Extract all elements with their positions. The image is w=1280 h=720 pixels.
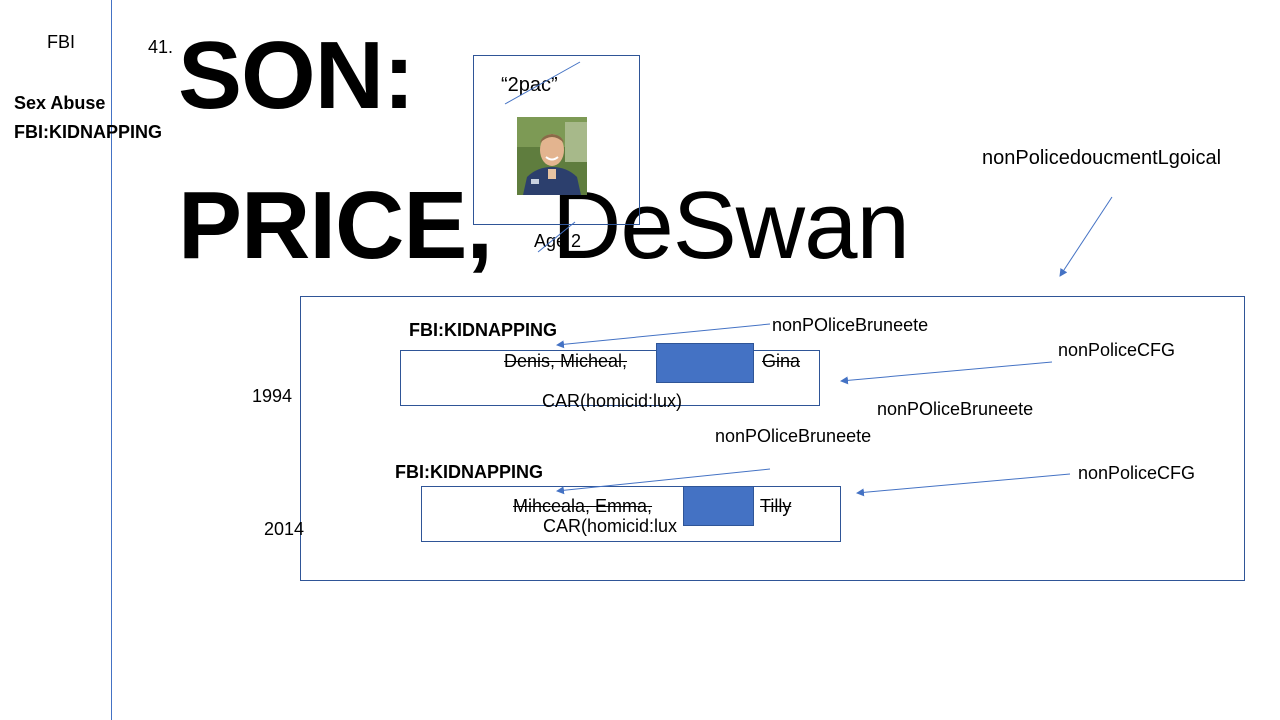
record-1994-box	[400, 350, 820, 406]
age-label: Age 2	[534, 231, 582, 251]
record-1994-name-b: Gina	[762, 351, 801, 371]
record-1994-brunette-label-2: nonPOliceBruneete	[877, 399, 1034, 419]
category-sex-abuse: Sex Abuse	[14, 93, 106, 113]
entry-number: 41.	[148, 37, 174, 57]
annotation-top: nonPolicedoucmentLgoical	[982, 147, 1222, 169]
arrow-to-records-panel	[1059, 196, 1113, 277]
record-2014-name-a: Mihceala, Emma,	[513, 496, 653, 516]
category-kidnapping: FBI:KIDNAPPING	[14, 122, 162, 142]
records-panel	[300, 296, 1245, 581]
left-divider-line	[111, 0, 112, 720]
record-1994-name-a: Denis, Micheal,	[504, 351, 628, 371]
record-2014-detail: CAR(homicid:lux	[543, 516, 678, 536]
record-1994-cfg-label: nonPoliceCFG	[1058, 340, 1176, 360]
record-1994-detail: CAR(homicid:lux)	[542, 391, 683, 411]
person-photo	[517, 117, 587, 195]
redaction-block	[683, 486, 754, 526]
heading-relation: SON:	[178, 22, 415, 129]
heading-surname: PRICE,	[178, 172, 493, 279]
record-1994-brunette-label: nonPOliceBruneete	[772, 315, 929, 335]
record-2014-header: FBI:KIDNAPPING	[395, 462, 543, 482]
year-1994: 1994	[252, 386, 293, 406]
nickname-label: “2pac”	[501, 74, 558, 96]
agency-label: FBI	[47, 32, 76, 52]
record-1994-header: FBI:KIDNAPPING	[409, 320, 557, 340]
heading-given-name: DeSwan	[552, 172, 910, 279]
person-photo-icon	[517, 117, 587, 195]
redaction-block	[656, 343, 754, 383]
record-2014-brunette-label: nonPOliceBruneete	[715, 426, 872, 446]
record-2014-cfg-label: nonPoliceCFG	[1078, 463, 1196, 483]
year-2014: 2014	[264, 519, 305, 539]
category-block: Sex Abuse FBI:KIDNAPPING	[14, 89, 162, 147]
record-2014-name-b: Tilly	[760, 496, 792, 516]
